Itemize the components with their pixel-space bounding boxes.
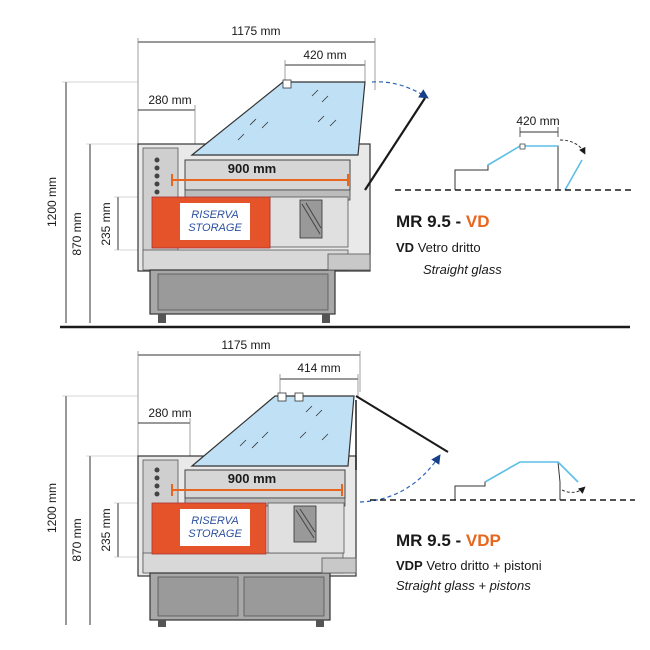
top-storage-label-it: RISERVA bbox=[191, 209, 239, 221]
bottom-model-code: VDP bbox=[465, 531, 501, 550]
top-height-counter-label: 870 mm bbox=[70, 212, 84, 255]
top-glass-dim-label: 420 mm bbox=[303, 48, 346, 62]
bottom-open-glass bbox=[355, 395, 449, 453]
top-diagram: 1175 mm 420 mm 280 mm 1200 mm 870 mm 235… bbox=[45, 24, 635, 323]
bottom-glass-dim-label: 414 mm bbox=[297, 361, 340, 375]
top-height-total-label: 1200 mm bbox=[45, 177, 59, 227]
bottom-desc-code: VDP bbox=[396, 558, 423, 573]
top-inset-dim-label: 420 mm bbox=[516, 114, 559, 128]
top-model-prefix: MR 9.5 - bbox=[396, 212, 466, 231]
top-model-desc: VD Vetro dritto bbox=[396, 240, 481, 255]
top-storage-label-en: STORAGE bbox=[188, 222, 242, 234]
top-open-arrow bbox=[371, 81, 429, 99]
bottom-inner-width-label: 900 mm bbox=[228, 471, 276, 486]
bottom-model-title: MR 9.5 - VDP bbox=[396, 531, 501, 551]
top-desc-en: Straight glass bbox=[423, 262, 502, 277]
bottom-glass bbox=[190, 395, 355, 467]
top-height-storage-label: 235 mm bbox=[99, 202, 113, 245]
bottom-desc-en: Straight glass + pistons bbox=[396, 578, 531, 593]
bottom-height-total-label: 1200 mm bbox=[45, 483, 59, 533]
top-desc-code: VD bbox=[396, 240, 415, 255]
bottom-height-storage-label: 235 mm bbox=[99, 508, 113, 551]
bottom-desc-text: Vetro dritto + pistoni bbox=[426, 558, 542, 573]
top-model-title: MR 9.5 - VD bbox=[396, 212, 490, 232]
bottom-shelf-dim-label: 280 mm bbox=[148, 406, 191, 420]
top-desc-text: Vetro dritto bbox=[417, 240, 481, 255]
bottom-storage-label-it: RISERVA bbox=[191, 515, 239, 527]
top-model-code: VD bbox=[465, 212, 490, 231]
bottom-model-desc: VDP Vetro dritto + pistoni bbox=[396, 558, 542, 573]
top-shelf-dim-label: 280 mm bbox=[148, 93, 191, 107]
bottom-model-prefix: MR 9.5 - bbox=[396, 531, 466, 550]
bottom-diagram: 1175 mm 414 mm 280 mm 1200 mm 870 mm 235… bbox=[45, 338, 635, 627]
top-inner-width-label: 900 mm bbox=[228, 161, 276, 176]
top-width-label: 1175 mm bbox=[231, 24, 280, 38]
bottom-open-arrow bbox=[359, 454, 441, 503]
top-open-glass bbox=[364, 97, 426, 191]
bottom-inset-schematic bbox=[454, 461, 586, 500]
top-inset-schematic: 420 mm bbox=[454, 114, 586, 191]
bottom-storage-label-en: STORAGE bbox=[188, 528, 242, 540]
bottom-width-label: 1175 mm bbox=[221, 338, 270, 352]
bottom-cabinet bbox=[137, 455, 357, 627]
top-glass bbox=[190, 81, 366, 156]
bottom-height-counter-label: 870 mm bbox=[70, 518, 84, 561]
